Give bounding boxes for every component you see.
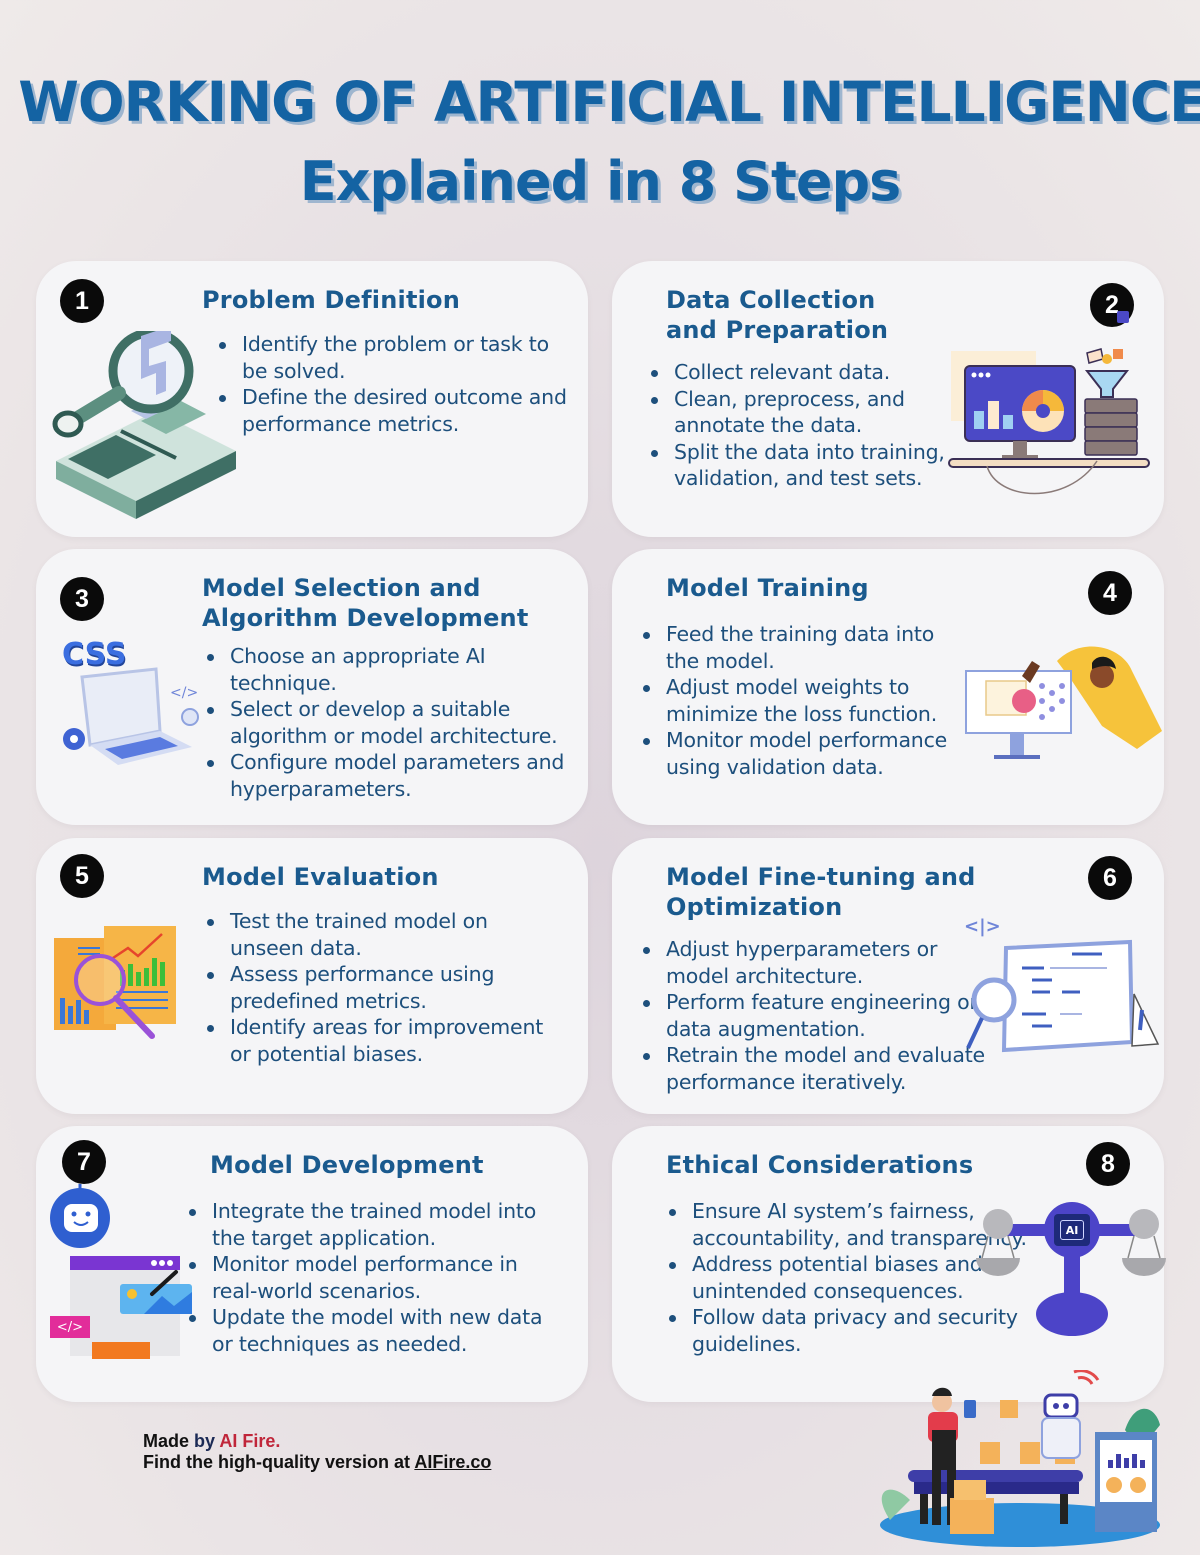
step-number-badge: 1 — [60, 279, 104, 323]
bullet-item: Identify the problem or task to be solve… — [216, 331, 576, 384]
step-heading: Model Development — [210, 1151, 484, 1179]
step-bullets: Choose an appropriate AI technique. Sele… — [204, 643, 584, 802]
step-bullets: Ensure AI system’s fairness, accountabil… — [666, 1198, 1036, 1357]
page-title: WORKING OF ARTIFICIAL INTELLIGENCE — [18, 70, 1200, 134]
bullet-item: Select or develop a suitable algorithm o… — [204, 696, 584, 749]
bullet-item: Monitor model performance in real-world … — [186, 1251, 556, 1304]
step-card-1: 1 Problem Definition Identify the proble… — [36, 261, 588, 537]
made-by-word: by — [194, 1431, 220, 1451]
step-heading: Model Training — [666, 574, 869, 602]
step-bullets: Adjust hyperparameters or model architec… — [640, 936, 1000, 1095]
ai-balance-scale-icon: AI — [972, 1194, 1167, 1339]
bullet-item: Choose an appropriate AI technique. — [204, 643, 584, 696]
bullet-item: Follow data privacy and security guideli… — [666, 1304, 1036, 1357]
bullet-item: Integrate the trained model into the tar… — [186, 1198, 556, 1251]
bullet-item: Clean, preprocess, and annotate the data… — [648, 386, 948, 439]
source-prefix: Find the high-quality version at — [143, 1452, 415, 1472]
step-heading: Model Evaluation — [202, 863, 439, 891]
step-card-4: Model Training 4 Feed the training data … — [612, 549, 1164, 825]
source-line: Find the high-quality version at AIFire.… — [143, 1452, 491, 1473]
step-number-badge: 4 — [1088, 571, 1132, 615]
step-card-8: Ethical Considerations 8 Ensure AI syste… — [612, 1126, 1167, 1402]
step-heading: Problem Definition — [202, 286, 461, 314]
bullet-item: Identify areas for improvement or potent… — [204, 1014, 564, 1067]
bullet-item: Feed the training data into the model. — [640, 621, 960, 674]
step-heading: Model Fine-tuning and Optimization — [666, 862, 976, 922]
step-bullets: Collect relevant data. Clean, preprocess… — [648, 359, 948, 492]
footer-credits: Made by AI Fire. Find the high-quality v… — [143, 1431, 491, 1473]
magnifier-document-icon — [52, 331, 236, 519]
bullet-item: Monitor model performance using validati… — [640, 727, 960, 780]
step-card-3: 3 Model Selection and Algorithm Developm… — [36, 549, 588, 825]
brand-name: AI Fire. — [219, 1431, 281, 1451]
bullet-item: Assess performance using predefined metr… — [204, 961, 564, 1014]
step-heading-line: Model Selection and — [202, 574, 481, 602]
bullet-item: Split the data into training, validation… — [648, 439, 948, 492]
step-heading-line: Model Fine-tuning and — [666, 863, 976, 891]
bullet-item: Retrain the model and evaluate performan… — [640, 1042, 1000, 1095]
monitor-server-funnel-icon — [948, 311, 1150, 495]
page-subtitle: Explained in 8 Steps — [299, 150, 902, 213]
bullet-item: Ensure AI system’s fairness, accountabil… — [666, 1198, 1036, 1251]
made-by-prefix: Made — [143, 1431, 195, 1451]
robot-app-window-icon: </> — [40, 1184, 200, 1359]
bullet-item: Test the trained model on unseen data. — [204, 908, 564, 961]
step-number-badge: 5 — [60, 854, 104, 898]
step-number-badge: 8 — [1086, 1142, 1130, 1186]
bullet-item: Collect relevant data. — [648, 359, 948, 386]
step-bullets: Integrate the trained model into the tar… — [186, 1198, 556, 1357]
made-by-line: Made by AI Fire. — [143, 1431, 491, 1452]
svg-text:</>: </> — [170, 685, 198, 701]
step-heading: Data Collection and Preparation — [666, 285, 888, 345]
step-card-5: 5 Model Evaluation Test the trained mode… — [36, 838, 588, 1114]
code-window-magnifier-icon: <|> — [962, 916, 1162, 1066]
bullet-item: Update the model with new data or techni… — [186, 1304, 556, 1357]
bullet-item: Perform feature engineering or data augm… — [640, 989, 1000, 1042]
site-link[interactable]: AIFire.co — [414, 1452, 492, 1472]
css-laptop-gears-icon: CSS </> — [60, 637, 220, 767]
bullet-item: Adjust hyperparameters or model architec… — [640, 936, 1000, 989]
step-number-badge: 3 — [60, 577, 104, 621]
step-card-2: Data Collection and Preparation 2 Collec… — [612, 261, 1164, 537]
bullet-item: Adjust model weights to minimize the los… — [640, 674, 960, 727]
bullet-item: Define the desired outcome and performan… — [216, 384, 576, 437]
step-heading-line: Algorithm Development — [202, 604, 529, 632]
bullet-item: Address potential biases and unintended … — [666, 1251, 1036, 1304]
step-bullets: Feed the training data into the model. A… — [640, 621, 960, 780]
code-tag-label: </> — [50, 1316, 90, 1338]
ai-chip-label: AI — [1060, 1220, 1084, 1240]
step-heading: Model Selection and Algorithm Developmen… — [202, 573, 529, 633]
step-heading: Ethical Considerations — [666, 1151, 974, 1179]
step-number-badge: 6 — [1088, 856, 1132, 900]
person-monitor-icon — [965, 646, 1162, 759]
code-symbol-label: <|> — [964, 916, 1001, 937]
report-magnifier-icon — [54, 926, 176, 1039]
step-bullets: Test the trained model on unseen data. A… — [204, 908, 564, 1067]
step-heading-line: Data Collection — [666, 286, 876, 314]
step-heading-line: Optimization — [666, 893, 843, 921]
step-card-7: 7 Model Development Integrate the traine… — [36, 1126, 588, 1402]
step-heading-line: and Preparation — [666, 316, 889, 344]
css-label: CSS — [62, 637, 127, 672]
step-card-6: Model Fine-tuning and Optimization 6 Adj… — [612, 838, 1164, 1114]
step-number-badge: 7 — [62, 1140, 106, 1184]
factory-robot-conveyor-icon — [880, 1370, 1160, 1547]
bullet-item: Configure model parameters and hyperpara… — [204, 749, 584, 802]
step-bullets: Identify the problem or task to be solve… — [216, 331, 576, 437]
